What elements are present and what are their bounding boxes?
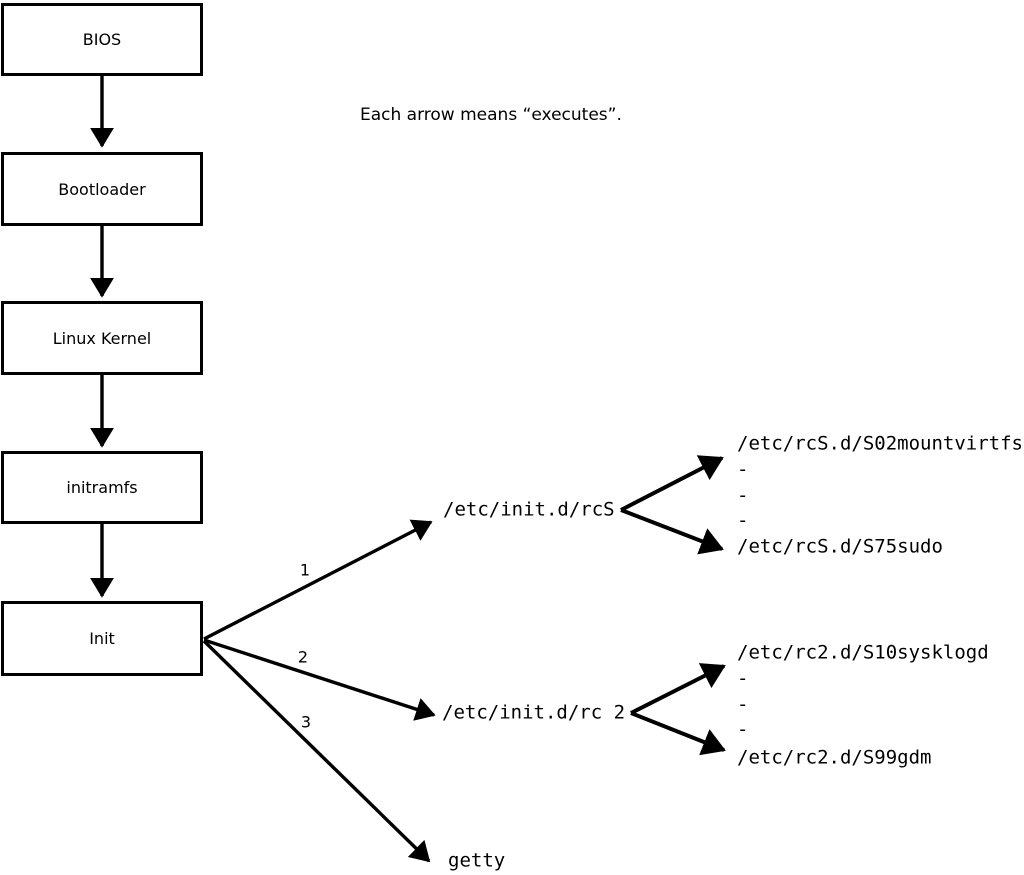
arrow-rc2-to-s99gdm xyxy=(630,711,726,756)
flow-box-linux-kernel: Linux Kernel xyxy=(1,301,203,375)
path-label-rc2-child-ellipsis-2: - xyxy=(737,693,749,716)
flow-box-linux-kernel-label: Linux Kernel xyxy=(52,328,152,348)
flow-box-bootloader: Bootloader xyxy=(1,152,203,226)
flow-box-initramfs: initramfs xyxy=(1,451,203,524)
arrow-rcs-to-s02mountvirtfs xyxy=(620,455,724,512)
flow-box-init: Init xyxy=(1,601,203,676)
path-label-init-d-rcs: /etc/init.d/rcS xyxy=(443,498,615,521)
path-label-rc2-child-first: /etc/rc2.d/S10sysklogd xyxy=(737,641,989,664)
path-label-rcs-child-last: /etc/rcS.d/S75sudo xyxy=(737,535,943,558)
flow-box-initramfs-label: initramfs xyxy=(66,478,138,497)
flow-box-bootloader-label: Bootloader xyxy=(58,179,146,199)
path-label-rc2-child-ellipsis-1: - xyxy=(737,667,749,690)
branch-number-2: 2 xyxy=(297,647,309,667)
arrow-init-to-getty xyxy=(202,639,431,863)
arrow-rc2-to-s10sysklogd xyxy=(630,663,726,715)
path-label-getty: getty xyxy=(448,849,506,872)
arrow-init-to-rc2 xyxy=(203,638,436,721)
flow-box-init-label: Init xyxy=(89,629,115,648)
flow-box-bios: BIOS xyxy=(1,3,203,76)
path-label-rcs-child-first: /etc/rcS.d/S02mountvirtfs xyxy=(737,432,1023,455)
arrow-init-to-rcs xyxy=(203,519,433,641)
branch-number-3: 3 xyxy=(300,712,312,732)
branch-number-1: 1 xyxy=(299,560,311,580)
path-label-rcs-child-ellipsis-2: - xyxy=(737,484,749,507)
flow-box-bios-label: BIOS xyxy=(82,30,122,49)
path-label-init-d-rc2: /etc/init.d/rc 2 xyxy=(442,701,626,724)
path-label-rc2-child-last: /etc/rc2.d/S99gdm xyxy=(737,746,932,769)
legend-note: Each arrow means “executes”. xyxy=(360,105,622,125)
arrow-rcs-to-s75sudo xyxy=(620,508,724,555)
path-label-rcs-child-ellipsis-3: - xyxy=(737,509,749,532)
path-label-rcs-child-ellipsis-1: - xyxy=(737,458,749,481)
path-label-rc2-child-ellipsis-3: - xyxy=(737,718,749,741)
